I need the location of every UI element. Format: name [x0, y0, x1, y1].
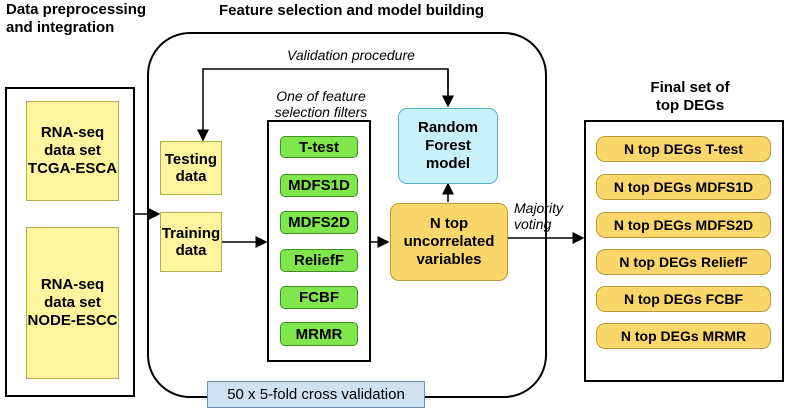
cross-validation-box: 50 x 5-fold cross validation — [207, 381, 425, 408]
validation-procedure-label: Validation procedure — [287, 47, 415, 63]
training-data-box: Training data — [160, 212, 222, 272]
dataset-tcga-esca: RNA-seq data set TCGA-ESCA — [26, 101, 119, 201]
testing-data-box: Testing data — [160, 141, 222, 195]
filters-title: One of feature selection filters — [274, 88, 368, 120]
final-deg-relieff: N top DEGs ReliefF — [596, 249, 771, 275]
final-deg-mdfs1d: N top DEGs MDFS1D — [596, 174, 771, 200]
filter-mrmr: MRMR — [280, 322, 358, 346]
filter-t-test: T-test — [280, 136, 358, 158]
filter-mdfs1d: MDFS1D — [280, 174, 358, 197]
filter-mdfs2d: MDFS2D — [280, 211, 358, 234]
random-forest-box: Random Forest model — [398, 108, 498, 184]
final-set-panel — [584, 120, 784, 382]
final-deg-mrmr: N top DEGs MRMR — [596, 323, 771, 349]
dataset-node-escc: RNA-seq data set NODE-ESCC — [26, 227, 119, 379]
preprocessing-header: Data preprocessing and integration — [6, 1, 147, 36]
n-top-variables-box: N top uncorrelated variables — [390, 203, 508, 281]
majority-voting-label: Majority voting — [514, 200, 564, 232]
filter-fcbf: FCBF — [280, 286, 358, 309]
filters-panel — [267, 120, 371, 362]
final-deg-fcbf: N top DEGs FCBF — [596, 286, 771, 312]
final-set-header: Final set of top DEGs — [650, 79, 730, 114]
final-deg-t-test: N top DEGs T-test — [596, 136, 771, 162]
feature-selection-header: Feature selection and model building — [219, 2, 485, 19]
final-deg-mdfs2d: N top DEGs MDFS2D — [596, 212, 771, 238]
preprocessing-panel — [5, 87, 135, 397]
filter-relieff: ReliefF — [280, 249, 358, 272]
